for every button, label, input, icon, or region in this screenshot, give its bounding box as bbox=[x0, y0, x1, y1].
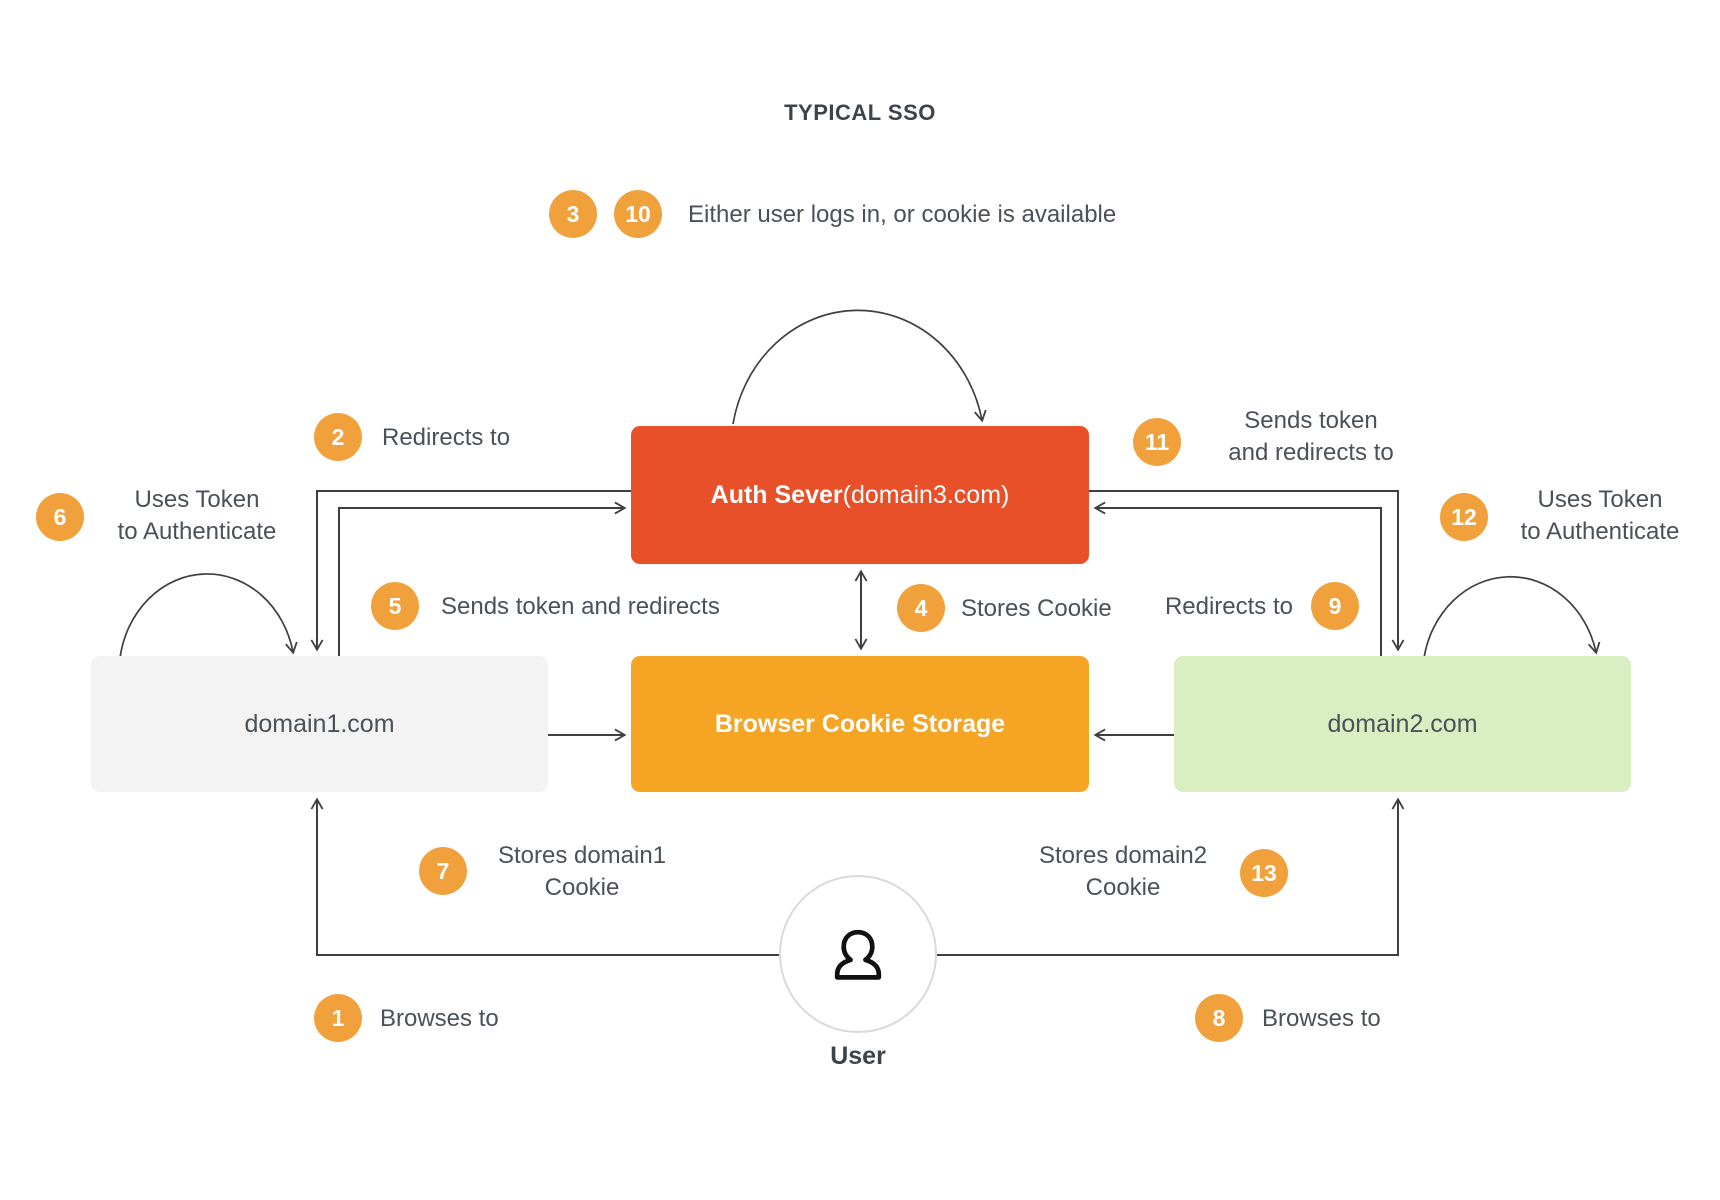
label-stores-cookie: Stores Cookie bbox=[961, 595, 1112, 622]
label-line: Uses Token bbox=[134, 486, 260, 513]
arc-domain2-self-loop bbox=[1423, 575, 1601, 659]
arrow-auth-to-domain2 bbox=[1089, 490, 1405, 652]
label-redirects-to-left: Redirects to bbox=[382, 424, 511, 451]
label-line: to Authenticate bbox=[117, 518, 277, 545]
domain2-label: domain2.com bbox=[1327, 709, 1478, 738]
arrow-domain1-to-auth bbox=[338, 501, 627, 656]
arc-domain1-self-loop bbox=[119, 573, 298, 659]
step-badge-13: 13 bbox=[1240, 849, 1288, 897]
label-login: Either user logs in, or cookie is availa… bbox=[688, 201, 1117, 228]
arrow-user-to-domain2 bbox=[937, 797, 1405, 956]
label-line: Stores domain1 bbox=[497, 842, 667, 869]
step-badge-12: 12 bbox=[1440, 493, 1488, 541]
node-auth-server: Auth Sever (domain3.com) bbox=[631, 426, 1089, 564]
node-user bbox=[779, 875, 937, 1033]
label-uses-token-right: Uses Token to Authenticate bbox=[1450, 484, 1720, 548]
label-line: Uses Token bbox=[1537, 486, 1663, 513]
label-browses-left: Browses to bbox=[380, 1005, 499, 1032]
step-badge-8: 8 bbox=[1195, 994, 1243, 1042]
step-badge-7: 7 bbox=[419, 847, 467, 895]
label-sends-token-redirects-to: Sends token and redirects to bbox=[1161, 405, 1461, 469]
node-cookie-storage: Browser Cookie Storage bbox=[631, 656, 1089, 792]
label-stores-domain1: Stores domain1 Cookie bbox=[432, 840, 732, 904]
node-domain1: domain1.com bbox=[91, 656, 548, 792]
step-badge-1: 1 bbox=[314, 994, 362, 1042]
label-line: to Authenticate bbox=[1520, 518, 1680, 545]
label-line: Stores domain2 bbox=[1038, 842, 1208, 869]
label-stores-domain2: Stores domain2 Cookie bbox=[973, 840, 1273, 904]
step-badge-2: 2 bbox=[314, 413, 362, 461]
auth-server-domain: (domain3.com) bbox=[842, 480, 1010, 509]
auth-server-label: Auth Sever bbox=[710, 480, 843, 509]
label-line: and redirects to bbox=[1228, 439, 1394, 466]
step-badge-11: 11 bbox=[1133, 418, 1181, 466]
label-line: Cookie bbox=[544, 874, 620, 901]
step-badge-3: 3 bbox=[549, 190, 597, 238]
arrow-user-to-domain1 bbox=[310, 797, 779, 956]
step-badge-4: 4 bbox=[897, 584, 945, 632]
domain1-label: domain1.com bbox=[244, 709, 395, 738]
label-redirects-to-right: Redirects to bbox=[1164, 593, 1293, 620]
label-uses-token-left: Uses Token to Authenticate bbox=[47, 484, 347, 548]
arrow-auth-to-domain1 bbox=[310, 490, 631, 652]
step-badge-6: 6 bbox=[36, 493, 84, 541]
user-label: User bbox=[830, 1042, 886, 1070]
label-browses-right: Browses to bbox=[1262, 1005, 1381, 1032]
diagram-title: TYPICAL SSO bbox=[784, 100, 936, 125]
step-badge-5: 5 bbox=[371, 582, 419, 630]
label-line: Cookie bbox=[1085, 874, 1161, 901]
label-line: Sends token bbox=[1244, 407, 1378, 434]
user-icon bbox=[834, 929, 882, 980]
step-badge-9: 9 bbox=[1311, 582, 1359, 630]
arrow-domain2-to-auth bbox=[1093, 501, 1382, 656]
node-domain2: domain2.com bbox=[1174, 656, 1631, 792]
cookie-storage-label: Browser Cookie Storage bbox=[714, 709, 1006, 738]
label-sends-token-redirects: Sends token and redirects bbox=[441, 593, 720, 620]
step-badge-10: 10 bbox=[614, 190, 662, 238]
arc-auth-self-loop bbox=[732, 309, 987, 425]
